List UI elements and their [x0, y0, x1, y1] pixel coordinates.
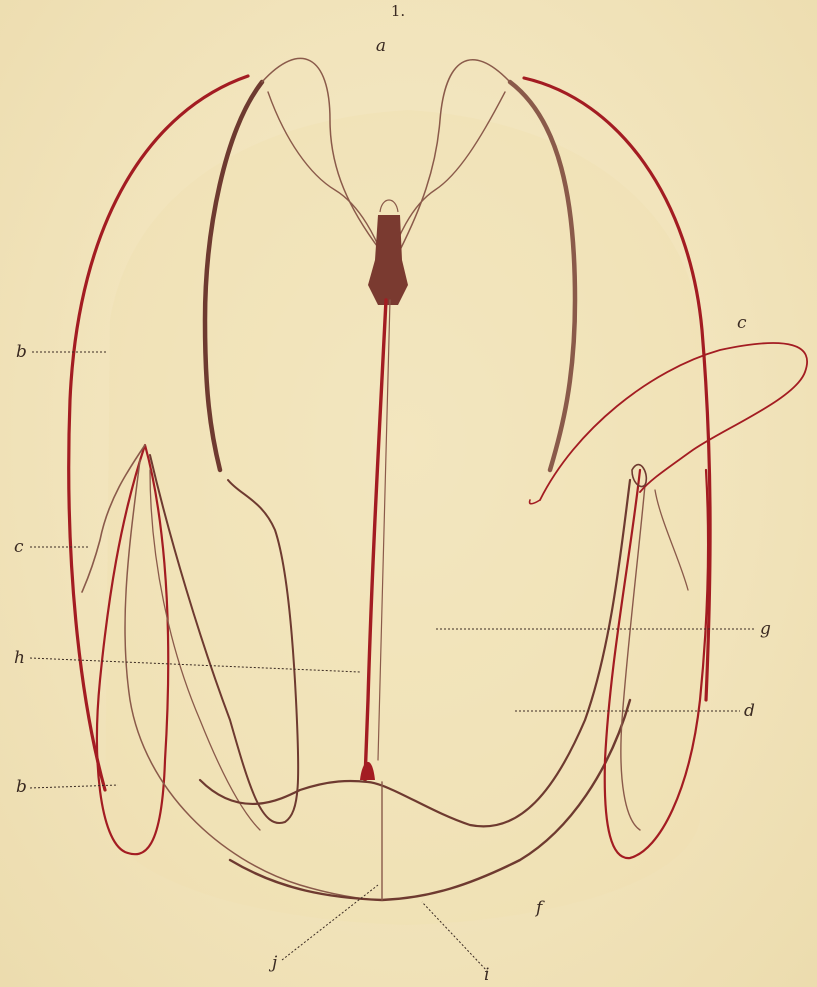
label-a: a	[376, 36, 386, 56]
label-g: g	[760, 619, 771, 639]
label-b-upper: b	[16, 342, 27, 362]
body-shading	[105, 110, 700, 925]
label-h: h	[14, 648, 25, 668]
label-d: d	[744, 701, 755, 721]
label-b-lower: b	[16, 777, 27, 797]
figure-number: 1.	[391, 2, 405, 20]
label-c-right: c	[737, 313, 747, 333]
label-c-left: c	[14, 537, 24, 557]
label-i: i	[484, 965, 489, 985]
label-j: j	[268, 953, 278, 973]
